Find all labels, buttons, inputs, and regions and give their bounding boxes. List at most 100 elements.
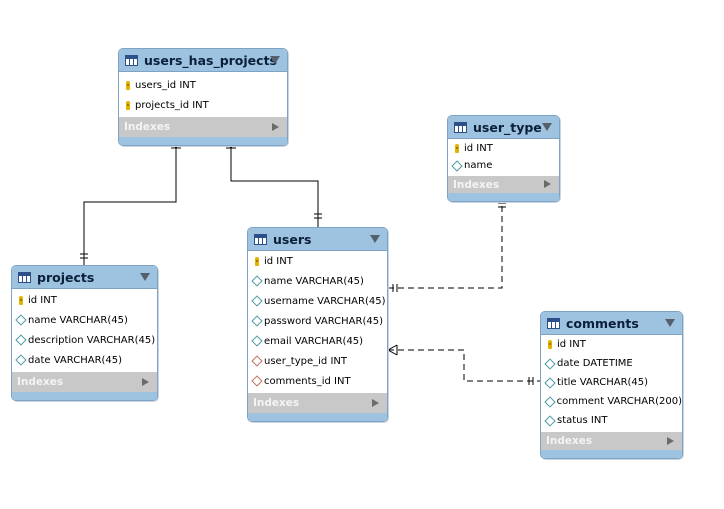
column-row[interactable]: id INT (541, 335, 682, 354)
table-footer (248, 413, 387, 421)
indexes-label: Indexes (17, 376, 64, 388)
table-icon (547, 317, 560, 329)
table-projects[interactable]: projects id INT name VARCHAR(45) descrip… (11, 265, 158, 401)
table-title: user_type (473, 119, 542, 135)
table-user-type[interactable]: user_type id INT name Indexes (447, 115, 560, 202)
column-row[interactable]: name VARCHAR(45) (248, 271, 387, 291)
column-row[interactable]: username VARCHAR(45) (248, 291, 387, 311)
column-label: status INT (557, 415, 608, 426)
column-label: name VARCHAR(45) (264, 275, 364, 287)
rel-users-usertype-bar1 (392, 284, 398, 292)
table-title: users_has_projects (144, 52, 277, 68)
column-label: date DATETIME (557, 358, 633, 369)
column-row[interactable]: comment VARCHAR(200) (541, 392, 682, 411)
table-icon (18, 271, 31, 283)
indexes-label: Indexes (124, 121, 171, 133)
diamond-icon (451, 159, 463, 172)
expand-arrow-icon[interactable] (667, 437, 674, 445)
rel-users-usertype-bar2 (498, 202, 506, 208)
rel-uhp-users-bar (314, 213, 322, 219)
column-row[interactable]: password VARCHAR(45) (248, 311, 387, 331)
column-row[interactable]: description VARCHAR(45) (12, 330, 157, 350)
column-label: username VARCHAR(45) (264, 295, 386, 307)
collapse-arrow-icon[interactable] (542, 123, 552, 131)
column-label: name VARCHAR(45) (28, 314, 128, 326)
diamond-icon (251, 295, 263, 307)
column-row[interactable]: date DATETIME (541, 354, 682, 373)
table-title: comments (566, 315, 639, 331)
rel-users-comments-line (388, 349, 540, 382)
column-row[interactable]: date VARCHAR(45) (12, 350, 157, 370)
table-footer (541, 450, 682, 458)
column-row[interactable]: email VARCHAR(45) (248, 331, 387, 351)
key-icon (252, 256, 262, 266)
column-label: id INT (264, 255, 293, 267)
column-row[interactable]: name (448, 157, 559, 174)
expand-arrow-icon[interactable] (142, 378, 149, 386)
key-icon (452, 144, 462, 153)
column-label: password VARCHAR(45) (264, 315, 383, 327)
table-header[interactable]: projects (12, 266, 157, 289)
rel-uhp-users-line (230, 144, 319, 227)
indexes-section[interactable]: Indexes (119, 117, 287, 137)
table-header[interactable]: user_type (448, 116, 559, 139)
diamond-icon (251, 275, 263, 287)
table-icon (125, 54, 138, 66)
indexes-label: Indexes (453, 178, 500, 191)
expand-arrow-icon[interactable] (544, 180, 551, 188)
collapse-arrow-icon[interactable] (665, 319, 675, 327)
column-label: id INT (464, 143, 493, 154)
table-header[interactable]: users (248, 228, 387, 251)
indexes-section[interactable]: Indexes (248, 393, 387, 413)
column-row[interactable]: status INT (541, 411, 682, 430)
column-row[interactable]: comments_id INT (248, 371, 387, 391)
table-header[interactable]: users_has_projects (119, 49, 287, 72)
diamond-icon (251, 335, 263, 347)
column-label: name (464, 160, 493, 171)
collapse-arrow-icon[interactable] (140, 273, 150, 281)
column-label: id INT (557, 339, 586, 350)
indexes-section[interactable]: Indexes (12, 372, 157, 392)
column-row[interactable]: id INT (248, 251, 387, 271)
collapse-arrow-icon[interactable] (270, 56, 280, 64)
diamond-icon (251, 315, 263, 327)
fk-diamond-icon (251, 375, 263, 387)
column-label: title VARCHAR(45) (557, 377, 649, 388)
table-header[interactable]: comments (541, 312, 682, 335)
column-label: users_id INT (135, 79, 196, 91)
diamond-icon (544, 395, 556, 408)
expand-arrow-icon[interactable] (372, 399, 379, 407)
column-label: email VARCHAR(45) (264, 335, 364, 347)
rel-users-usertype-line (388, 198, 503, 289)
column-row[interactable]: users_id INT (119, 75, 287, 95)
column-row[interactable]: name VARCHAR(45) (12, 310, 157, 330)
key-icon (545, 340, 555, 349)
table-comments[interactable]: comments id INT date DATETIME title VARC… (540, 311, 683, 459)
collapse-arrow-icon[interactable] (370, 235, 380, 243)
rel-users-comments-bar (528, 377, 534, 385)
column-row[interactable]: id INT (448, 140, 559, 157)
table-users-has-projects[interactable]: users_has_projects users_id INT projects… (118, 48, 288, 146)
fk-diamond-icon (251, 355, 263, 367)
key-icon (123, 80, 133, 90)
column-label: id INT (28, 294, 57, 306)
column-label: user_type_id INT (264, 355, 347, 367)
rel-uhp-projects-line (83, 144, 177, 265)
expand-arrow-icon[interactable] (272, 123, 279, 131)
table-footer (12, 392, 157, 400)
column-label: description VARCHAR(45) (28, 334, 156, 346)
table-users[interactable]: users id INT name VARCHAR(45) username V… (247, 227, 388, 422)
column-label: comment VARCHAR(200) (556, 396, 682, 407)
diamond-icon (15, 314, 27, 326)
table-icon (254, 233, 267, 245)
indexes-section[interactable]: Indexes (541, 432, 682, 450)
rel-users-comments-crowfoot (386, 344, 398, 356)
column-row[interactable]: title VARCHAR(45) (541, 373, 682, 392)
column-label: comments_id INT (264, 375, 351, 387)
column-row[interactable]: projects_id INT (119, 95, 287, 115)
column-row[interactable]: user_type_id INT (248, 351, 387, 371)
column-label: date VARCHAR(45) (28, 354, 123, 366)
indexes-section[interactable]: Indexes (448, 176, 559, 193)
key-icon (123, 100, 133, 110)
column-row[interactable]: id INT (12, 290, 157, 310)
